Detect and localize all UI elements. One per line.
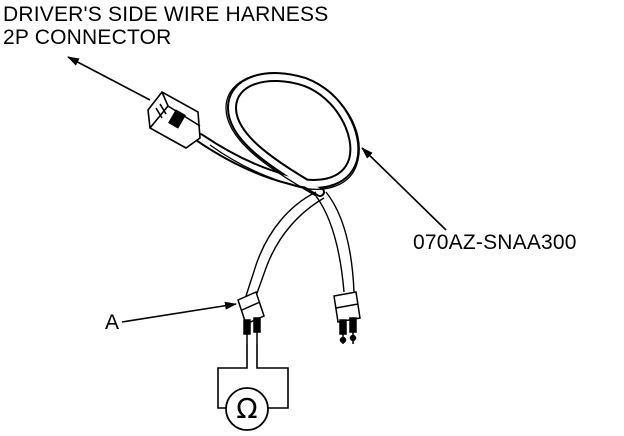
cable-to-plug-a [245,191,325,297]
part-number-label: 070AZ-SNAA300 [413,231,577,254]
plug-a [237,290,265,344]
callout-a-arrow [121,301,237,323]
part-number-arrow [361,147,447,231]
cable-to-plug-b [315,191,355,293]
callout-a-label: A [105,311,120,334]
plug-b [333,291,361,344]
connector-label-line2: 2P CONNECTOR [3,26,172,49]
ohmmeter-icon [225,387,269,431]
connector-label-line1: DRIVER'S SIDE WIRE HARNESS [3,3,329,26]
ohm-symbol: Ω [236,392,258,425]
cable-loop [195,72,360,197]
two-pin-connector [147,90,201,149]
connector-leader-arrow [67,56,151,101]
ohmmeter-leads [217,344,289,409]
